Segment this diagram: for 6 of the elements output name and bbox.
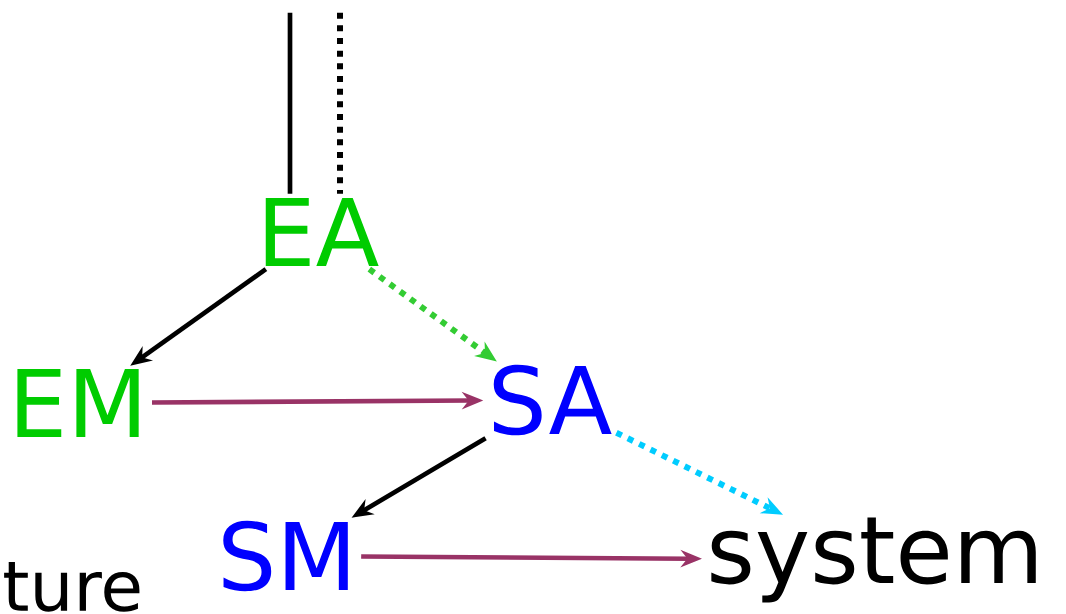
node-label: SM [223, 520, 348, 592]
text-label: ture [4, 562, 140, 612]
node-label: EA [265, 198, 379, 266]
node-label: EM [17, 369, 139, 438]
node-label: system [711, 517, 1036, 603]
node-label: SA [493, 364, 612, 436]
